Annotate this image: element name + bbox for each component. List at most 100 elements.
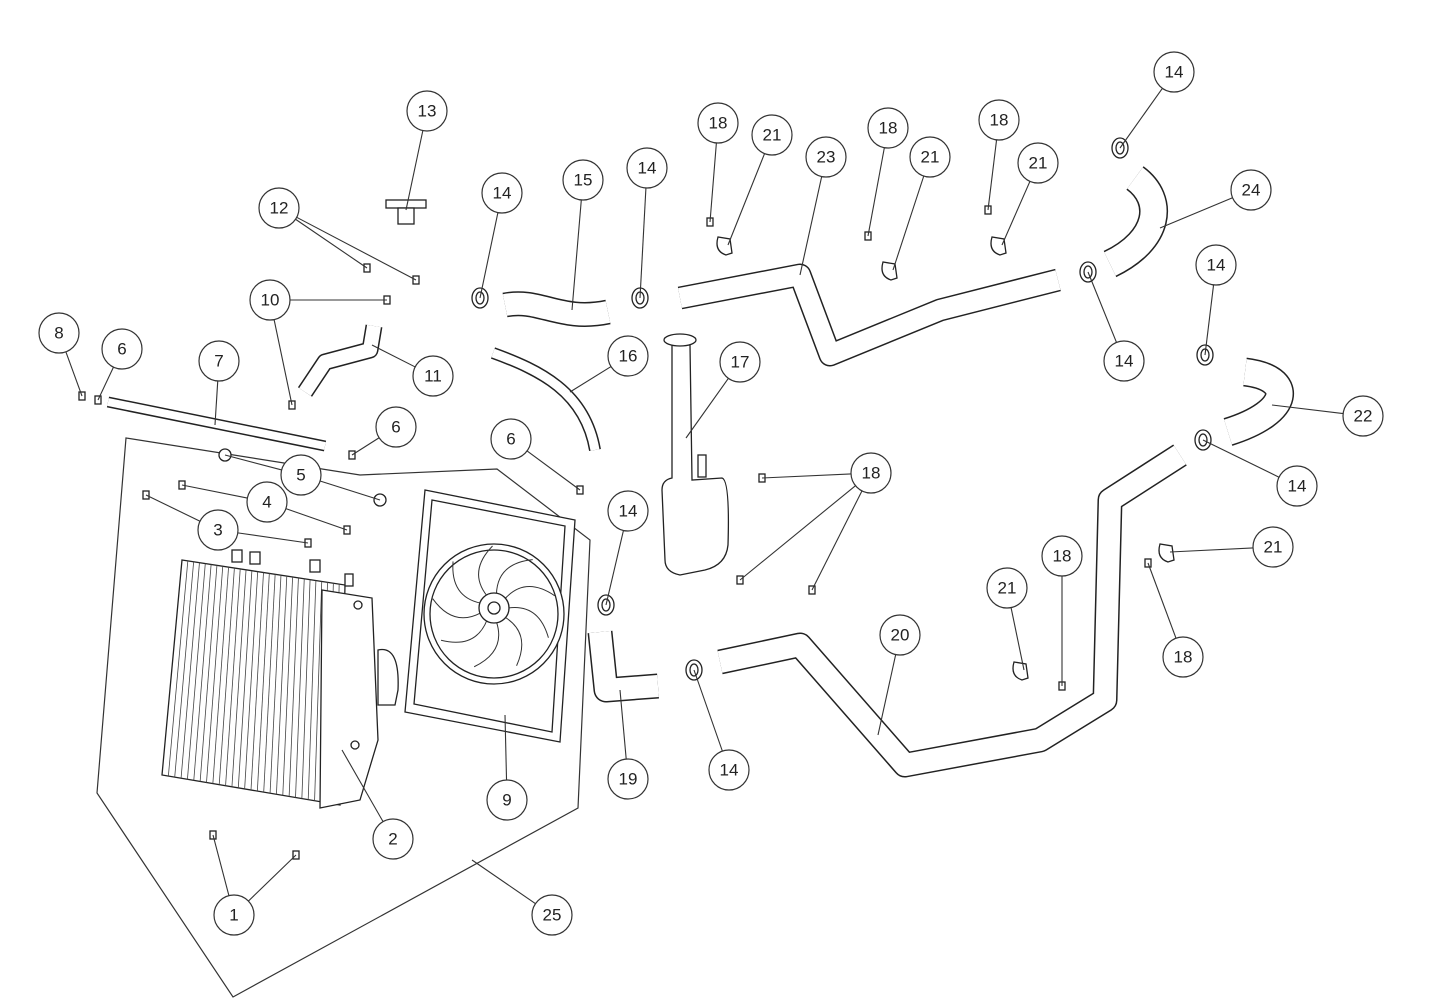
- callout-18: 18: [1162, 636, 1204, 678]
- callout-14: 14: [1153, 51, 1195, 93]
- callout-13: 13: [406, 90, 448, 132]
- callout-number: 17: [731, 353, 750, 372]
- callout-number: 18: [1174, 648, 1193, 667]
- leader-line: [319, 480, 381, 501]
- leader-line: [1159, 197, 1233, 229]
- leader-line: [471, 859, 536, 905]
- callout-12: 12: [258, 187, 300, 229]
- callout-14: 14: [626, 147, 668, 189]
- callout-number: 18: [990, 111, 1009, 130]
- callout-16: 16: [607, 335, 649, 377]
- callout-number: 21: [1264, 538, 1283, 557]
- rod-7: [106, 396, 327, 452]
- leader-line: [341, 749, 384, 822]
- callout-number: 18: [879, 119, 898, 138]
- leader-line: [212, 834, 230, 896]
- leader-line: [351, 437, 380, 456]
- callout-number: 18: [862, 464, 881, 483]
- leader-line: [97, 366, 114, 401]
- callout-number: 6: [391, 418, 400, 437]
- leader-line: [1001, 181, 1031, 246]
- leader-line: [181, 484, 248, 499]
- callout-number: 14: [493, 184, 512, 203]
- callout-number: 16: [619, 347, 638, 366]
- leader-line: [237, 532, 309, 544]
- callout-number: 4: [262, 493, 271, 512]
- leader-line: [1169, 547, 1254, 553]
- callout-number: 5: [296, 466, 305, 485]
- callout-number: 21: [998, 579, 1017, 598]
- hose-22: [1223, 357, 1294, 446]
- callout-14: 14: [607, 490, 649, 532]
- leader-line: [569, 366, 612, 393]
- callout-number: 25: [543, 906, 562, 925]
- leader-line: [1147, 562, 1177, 639]
- callout-6: 6: [490, 418, 532, 460]
- leader-line: [1202, 439, 1280, 478]
- callout-number: 14: [1288, 477, 1307, 496]
- callout-18: 18: [1041, 535, 1083, 577]
- callout-number: 20: [891, 626, 910, 645]
- callout-14: 14: [1103, 340, 1145, 382]
- pipe-23: [677, 263, 1061, 367]
- leader-line: [296, 216, 417, 281]
- callout-number: 14: [1165, 63, 1184, 82]
- callout-number: 21: [1029, 154, 1048, 173]
- part-21: [1158, 543, 1175, 563]
- callout-number: 23: [817, 148, 836, 167]
- leader-line: [504, 714, 508, 781]
- leader-line: [987, 139, 998, 211]
- part-21: [990, 236, 1007, 256]
- callout-21: 21: [1017, 142, 1059, 184]
- leader-line: [761, 473, 852, 479]
- callout-number: 14: [720, 761, 739, 780]
- callout-14: 14: [1195, 244, 1237, 286]
- callout-21: 21: [751, 114, 793, 156]
- leader-line: [224, 454, 282, 471]
- leader-line: [479, 212, 499, 299]
- callout-number: 14: [1115, 352, 1134, 371]
- leader-line: [799, 176, 823, 276]
- callout-11: 11: [412, 355, 454, 397]
- leader-line: [247, 854, 297, 902]
- callout-number: 8: [54, 324, 63, 343]
- leader-line: [285, 508, 348, 531]
- callout-18: 18: [697, 102, 739, 144]
- leader-line: [1204, 284, 1215, 356]
- assembly-25-outline: [96, 437, 591, 998]
- hose-15: [502, 291, 611, 327]
- callout-8: 8: [38, 312, 80, 354]
- callout-2: 2: [372, 818, 414, 860]
- callout-number: 21: [921, 148, 940, 167]
- callout-20: 20: [879, 614, 921, 656]
- callout-number: 13: [418, 102, 437, 121]
- part-21: [716, 236, 733, 256]
- callout-4: 4: [246, 481, 288, 523]
- callout-number: 3: [213, 521, 222, 540]
- leader-line: [526, 450, 581, 491]
- callout-14: 14: [481, 172, 523, 214]
- callout-10: 10: [249, 279, 291, 321]
- callout-number: 22: [1354, 407, 1373, 426]
- callout-21: 21: [986, 567, 1028, 609]
- hose-16: [490, 347, 601, 452]
- coolant-reservoir: [661, 333, 730, 576]
- callout-17: 17: [719, 341, 761, 383]
- callout-number: 24: [1242, 181, 1261, 200]
- leader-line: [1010, 607, 1025, 671]
- leader-line: [739, 485, 856, 581]
- callout-22: 22: [1342, 395, 1384, 437]
- callout-14: 14: [1276, 465, 1318, 507]
- leader-line: [619, 689, 627, 760]
- fan-assembly: [404, 489, 576, 743]
- leader-line: [892, 175, 925, 271]
- leader-line: [605, 530, 624, 606]
- leader-line: [639, 187, 647, 299]
- leader-line: [877, 654, 897, 736]
- leader-line: [571, 199, 582, 311]
- callout-6: 6: [101, 328, 143, 370]
- callout-number: 19: [619, 770, 638, 789]
- callout-number: 18: [709, 114, 728, 133]
- callout-24: 24: [1230, 169, 1272, 211]
- leader-line: [295, 218, 368, 269]
